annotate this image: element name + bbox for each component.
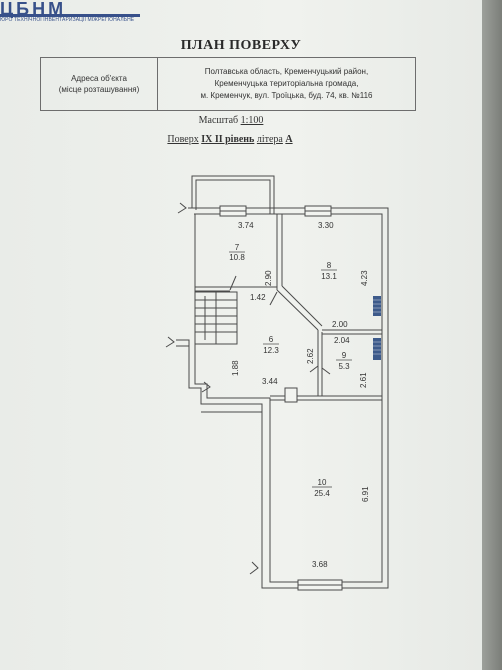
room-number: 7	[235, 243, 240, 252]
address-label: Адреса об'єкта	[71, 74, 127, 83]
scale-label: Масштаб	[198, 115, 239, 126]
dimension: 3.68	[312, 560, 328, 569]
document-sheet	[0, 0, 482, 670]
logo-text: ЮРО ТЕХНІЧНОЇ ІНВЕНТАРИЗАЦІЇ МІЖРЕГІОНАЛ…	[0, 17, 135, 23]
dimension: 3.44	[262, 377, 278, 386]
room-area: 12.3	[263, 346, 279, 355]
address-line: Кременчуцька територіальна громада,	[214, 79, 359, 88]
dimension: 3.74	[238, 221, 254, 230]
address-line: Полтавська область, Кременчуцький район,	[204, 67, 369, 76]
dimension-labels: 3.74 3.30 2.90 4.23 1.42 2.00 2.04 2.62 …	[231, 221, 370, 569]
dimension: 2.00	[332, 320, 348, 329]
floor-value: IX II рівень	[201, 134, 255, 145]
staircase	[194, 291, 238, 345]
letter-label: літера	[256, 134, 283, 145]
dimension: 2.04	[334, 336, 350, 345]
door-opening	[284, 387, 298, 403]
outer-walls	[176, 207, 389, 589]
room-area: 10.8	[229, 253, 245, 262]
room-number: 8	[327, 261, 332, 270]
dimension: 1.88	[231, 360, 240, 376]
scale-line: Масштаб 1:100	[0, 115, 462, 126]
floor-plan: 7 10.8 8 13.1 6 12.3 9 5.3 10 25.4 3.74 …	[165, 175, 389, 591]
room-area: 25.4	[314, 489, 330, 498]
dimension: 6.91	[361, 486, 370, 502]
radiators	[373, 296, 381, 360]
scale-value: 1:100	[240, 115, 264, 126]
logo-band	[0, 14, 140, 17]
dimension: 2.61	[359, 372, 368, 388]
floor-line: Поверх IX II рівень літера А	[0, 134, 460, 145]
floor-label: Поверх	[167, 134, 199, 145]
dimension: 3.30	[318, 221, 334, 230]
room-area: 13.1	[321, 272, 337, 281]
dimension: 4.23	[360, 270, 369, 286]
page-title: ПЛАН ПОВЕРХУ	[180, 38, 302, 53]
room-number: 10	[318, 478, 327, 487]
dimension: 1.42	[250, 293, 266, 302]
address-line: м. Кременчук, вул. Троїцька, буд. 74, кв…	[200, 91, 373, 100]
company-logo: ЦБНМ ЮРО ТЕХНІЧНОЇ ІНВЕНТАРИЗАЦІЇ МІЖРЕГ…	[0, 0, 140, 26]
interior-walls	[195, 214, 382, 401]
room-number: 9	[342, 351, 347, 360]
logo-mark: ЦБНМ	[0, 0, 67, 18]
balcony-outline	[191, 175, 275, 214]
room-area: 5.3	[338, 362, 350, 371]
room-labels: 7 10.8 8 13.1 6 12.3 9 5.3 10 25.4	[229, 243, 352, 498]
address-table: Адреса об'єкта (місце розташування) Полт…	[40, 57, 416, 111]
dimension: 2.90	[264, 270, 273, 286]
letter-value: А	[285, 134, 293, 145]
dimension: 2.62	[306, 348, 315, 364]
address-label-note: (місце розташування)	[58, 85, 140, 94]
room-number: 6	[269, 335, 274, 344]
address-value-cell: Полтавська область, Кременчуцький район,…	[157, 57, 416, 111]
page-edge	[482, 0, 502, 670]
address-label-cell: Адреса об'єкта (місце розташування)	[40, 57, 158, 111]
